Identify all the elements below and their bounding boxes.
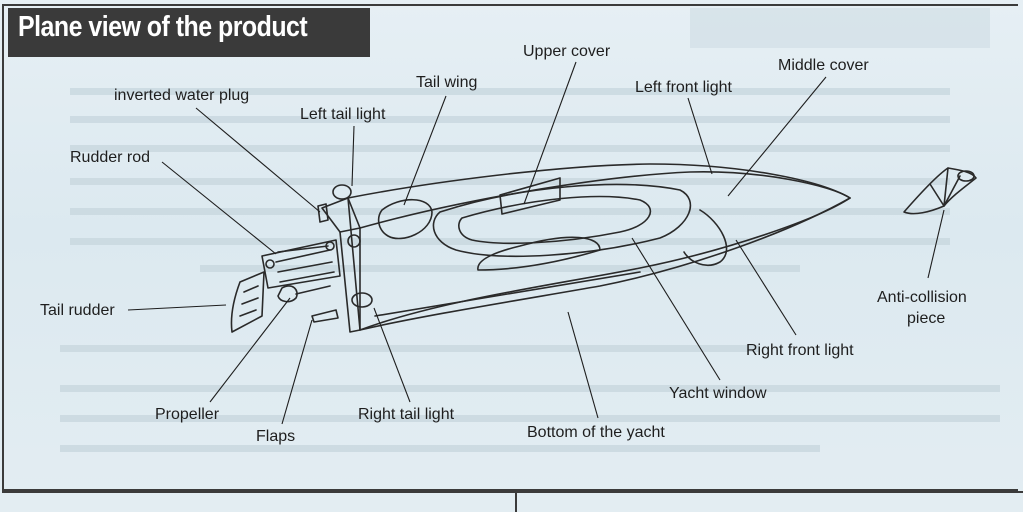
right-tail-light bbox=[351, 292, 373, 308]
label-tail-wing: Tail wing bbox=[416, 74, 478, 91]
label-right-front-light: Right front light bbox=[746, 342, 854, 359]
page-title: Plane view of the product bbox=[18, 11, 308, 43]
leader-rudder-rod bbox=[161, 161, 277, 255]
label-yacht-window: Yacht window bbox=[669, 385, 767, 402]
leader-anti-collision-piece bbox=[927, 209, 945, 279]
label-propeller: Propeller bbox=[155, 406, 220, 423]
hull-bottom bbox=[359, 197, 851, 331]
upper-cover bbox=[499, 177, 561, 215]
bottom-divider bbox=[2, 491, 1023, 493]
middle-cover bbox=[432, 183, 692, 258]
label-middle-cover: Middle cover bbox=[778, 57, 869, 74]
label-inverted-water-plug: inverted water plug bbox=[114, 87, 250, 104]
label-tail-rudder: Tail rudder bbox=[40, 302, 115, 319]
leader-upper-cover bbox=[523, 61, 577, 205]
leader-flaps bbox=[281, 319, 313, 425]
label-upper-cover: Upper cover bbox=[523, 43, 611, 60]
anti-collision-piece bbox=[903, 167, 977, 215]
leader-left-tail-light bbox=[351, 125, 355, 187]
label-right-tail-light: Right tail light bbox=[358, 406, 455, 423]
label-left-tail-light: Left tail light bbox=[300, 106, 386, 123]
label-anti-collision-piece: piece bbox=[907, 310, 946, 327]
label-anti-collision: Anti-collision bbox=[877, 289, 967, 306]
label-rudder-rod: Rudder rod bbox=[70, 149, 151, 166]
tail-wing bbox=[377, 199, 433, 240]
leader-tail-rudder bbox=[127, 304, 227, 311]
inverted-water-plug bbox=[317, 203, 329, 223]
label-flaps: Flaps bbox=[256, 428, 296, 445]
tail-rudder bbox=[230, 271, 265, 333]
leader-tail-wing bbox=[403, 95, 447, 206]
rudder-rod bbox=[277, 245, 329, 253]
leader-propeller bbox=[209, 297, 291, 403]
title-banner bbox=[8, 8, 370, 57]
flaps bbox=[311, 309, 339, 323]
leader-bottom-of-the-yacht bbox=[567, 311, 599, 419]
propeller bbox=[277, 285, 298, 303]
leader-right-tail-light bbox=[373, 307, 411, 403]
label-bottom-of-the-yacht: Bottom of the yacht bbox=[527, 424, 665, 441]
page-frame bbox=[2, 4, 1018, 491]
leader-inverted-water-plug bbox=[195, 107, 321, 213]
yacht-window bbox=[683, 209, 728, 267]
rudder-mount bbox=[261, 239, 341, 289]
leader-middle-cover bbox=[727, 76, 827, 197]
leader-right-front-light bbox=[735, 239, 797, 336]
label-left-front-light: Left front light bbox=[635, 79, 732, 96]
leader-left-front-light bbox=[687, 97, 713, 175]
left-tail-light bbox=[332, 184, 352, 200]
column-divider bbox=[515, 493, 517, 512]
deck-line bbox=[359, 171, 851, 229]
leader-yacht-window bbox=[631, 237, 721, 381]
